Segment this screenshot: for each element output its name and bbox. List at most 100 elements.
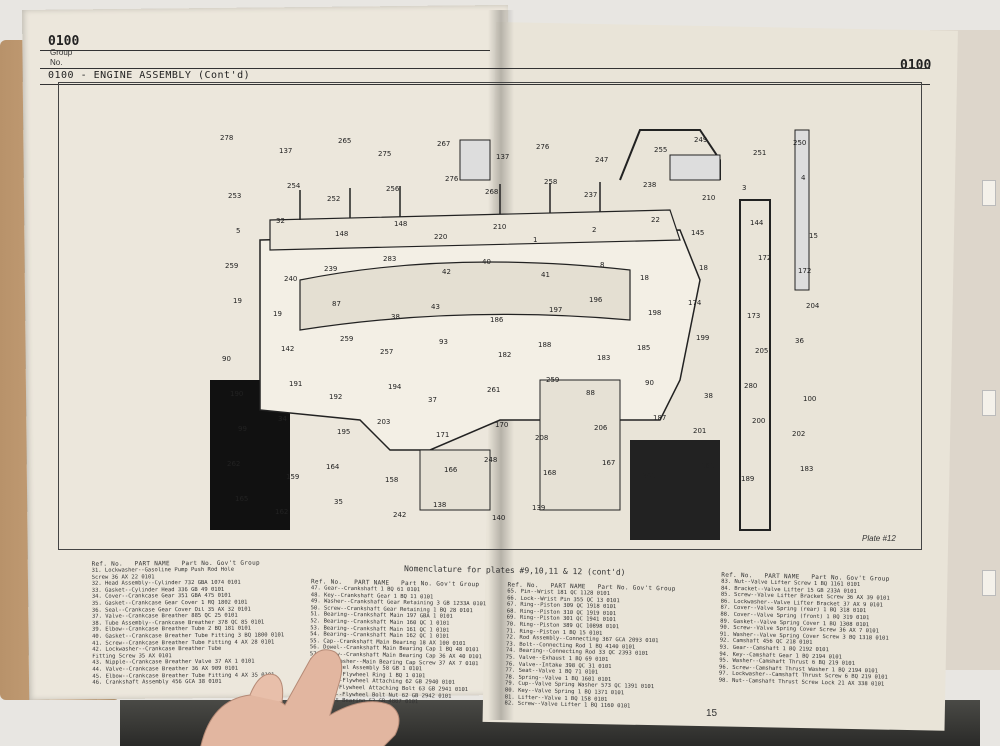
callout-number: 172 [798, 267, 811, 275]
callout-number: 202 [792, 430, 805, 438]
callout-number: 268 [485, 188, 498, 196]
callout-number: 36 [795, 337, 804, 345]
callout-number: 204 [806, 302, 820, 310]
hand [200, 649, 400, 746]
header-rule [40, 50, 490, 51]
callout-number: 99 [238, 425, 247, 433]
header-rule [40, 68, 930, 69]
oil-pump-cutaway [630, 440, 720, 540]
callout-number: 183 [800, 465, 813, 473]
callout-number: 259 [225, 262, 238, 270]
callout-number: 38 [391, 313, 400, 321]
plate-frame [58, 82, 922, 550]
callout-number: 252 [327, 195, 340, 203]
callout-number: 220 [434, 233, 447, 241]
callout-number: 2 [592, 226, 596, 234]
callout-number: 165 [235, 495, 248, 503]
tape-tab [982, 180, 996, 206]
callout-number: 164 [326, 463, 340, 471]
tape-tab [982, 570, 996, 596]
callout-number: 238 [643, 181, 656, 189]
callout-number: 173 [747, 312, 760, 320]
callout-number: 192 [329, 393, 342, 401]
cylinder-head [269, 209, 681, 251]
callout-number: 191 [289, 380, 302, 388]
callout-number: 148 [335, 230, 348, 238]
callout-number: 22 [651, 216, 660, 224]
fuel-pump [539, 379, 621, 511]
callout-number: 240 [284, 275, 297, 283]
callout-number: 201 [693, 427, 706, 435]
callout-number: 197 [549, 306, 562, 314]
callout-number: 138 [433, 501, 446, 509]
callout-number: 249 [694, 136, 707, 144]
callout-number: 148 [394, 220, 407, 228]
callout-number: 139 [532, 504, 545, 512]
engine-drawing: 2781372652752671372762472552492512502532… [210, 129, 820, 540]
callout-number: 32 [276, 217, 285, 225]
header-rule [40, 84, 930, 85]
callout-number: 167 [602, 459, 615, 467]
callout-number: 15 [809, 232, 818, 240]
callout-number: 262 [227, 460, 240, 468]
table-rows: 83. Nut--Valve Lifter Screw 1 BQ 1161 01… [719, 579, 922, 689]
callout-number: 144 [750, 219, 764, 227]
callout-number: 168 [543, 469, 556, 477]
callout-number: 8 [600, 261, 604, 269]
callout-number: 251 [753, 149, 766, 157]
callout-number: 261 [487, 386, 500, 394]
callout-number: 34 [278, 415, 287, 423]
callout-number: 41 [541, 271, 550, 279]
section-title: 0100 - ENGINE ASSEMBLY (Cont'd) [48, 70, 251, 81]
callout-number: 162 [275, 508, 288, 516]
dipstick [794, 129, 810, 291]
callout-number: 19 [273, 310, 282, 318]
callout-number: 5 [236, 227, 240, 235]
callout-number: 198 [648, 309, 661, 317]
callout-number: 276 [536, 143, 550, 151]
callout-number: 190 [230, 390, 243, 398]
callout-number: 196 [589, 296, 603, 304]
callout-number: 194 [388, 383, 402, 391]
callout-number: 206 [594, 424, 608, 432]
callout-number: 37 [428, 396, 437, 404]
callout-number: 276 [445, 175, 459, 183]
callout-number: 90 [222, 355, 231, 363]
tape-tab [982, 390, 996, 416]
callout-number: 172 [758, 254, 771, 262]
callout-number: 43 [431, 303, 440, 311]
parts-table-right-a: Ref. No. PART NAME Part No. Gov't Group … [504, 581, 717, 712]
callout-number: 248 [484, 456, 497, 464]
fan-belt [739, 199, 771, 531]
callout-number: 200 [752, 417, 765, 425]
callout-number: 185 [637, 344, 650, 352]
callout-number: 239 [324, 265, 337, 273]
callout-number: 187 [653, 414, 666, 422]
callout-number: 142 [281, 345, 294, 353]
callout-number: 237 [584, 191, 597, 199]
callout-number: 40 [482, 258, 491, 266]
callout-number: 90 [645, 379, 654, 387]
plate-label: Plate #12 [862, 534, 896, 543]
group-code-right: 0100 [900, 58, 932, 73]
callout-number: 35 [334, 498, 343, 506]
callout-number: 88 [586, 389, 595, 397]
callout-number: 247 [595, 156, 608, 164]
callout-layer: 2781372652752671372762472552492512502532… [220, 134, 820, 522]
callout-number: 171 [436, 431, 449, 439]
callout-number: 1 [533, 236, 537, 244]
callout-number: 265 [338, 137, 351, 145]
callout-number: 259 [546, 376, 559, 384]
callout-number: 257 [380, 348, 393, 356]
callout-number: 250 [793, 139, 806, 147]
callout-number: 242 [393, 511, 406, 519]
callout-number: 93 [439, 338, 448, 346]
callout-number: 158 [385, 476, 398, 484]
callout-number: 210 [702, 194, 715, 202]
callout-number: 182 [498, 351, 511, 359]
spark-plugs [299, 182, 601, 220]
distributor [459, 139, 491, 181]
callout-number: 241 [642, 472, 655, 480]
callout-number: 210 [493, 223, 506, 231]
